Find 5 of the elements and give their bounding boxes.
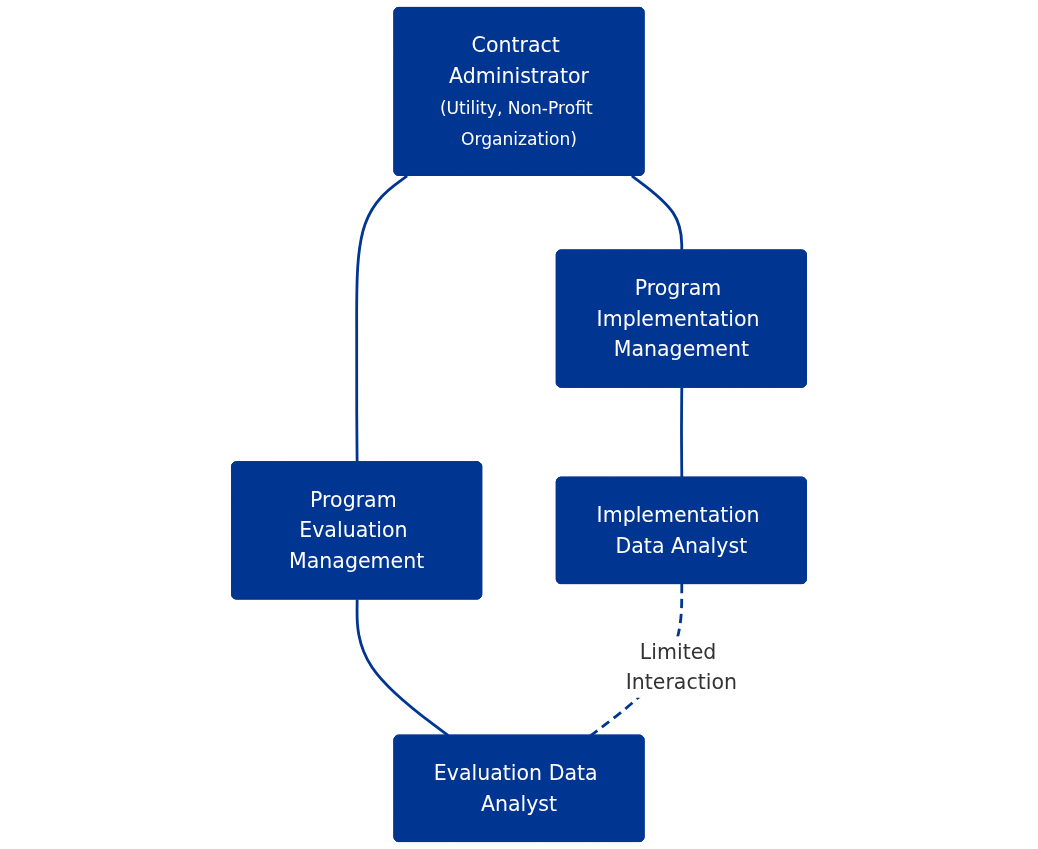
connector	[631, 174, 684, 251]
connector	[680, 387, 684, 478]
connector	[355, 174, 408, 463]
connector	[355, 599, 450, 737]
edge-label: Limited Interaction	[625, 640, 738, 695]
